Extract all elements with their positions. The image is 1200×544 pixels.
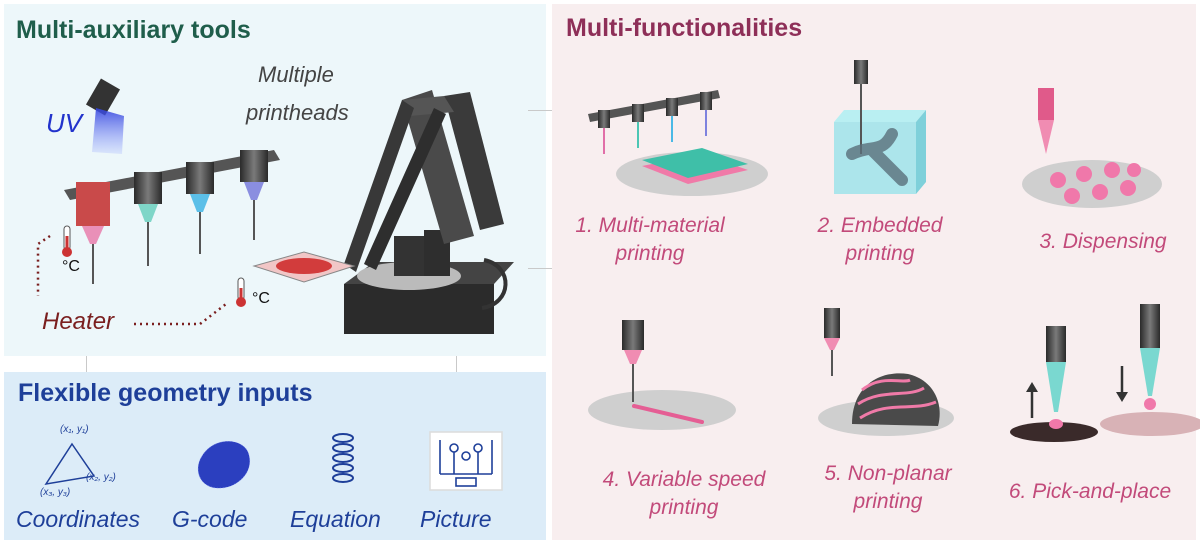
functionality-label-line: 5. Non-planar (824, 462, 952, 485)
printhead-blue (186, 162, 214, 254)
printhead-rail (64, 150, 280, 200)
coordinate-label: (x₁, y₁) (60, 424, 89, 435)
heater-label: Heater (42, 308, 115, 335)
printheads-label-line2: printheads (246, 100, 349, 125)
temp-unit-label: °C (62, 258, 80, 275)
functionality-label-line: printing (615, 242, 685, 265)
mesh-blob-icon (197, 441, 250, 489)
functionality-label-1: 1. Multi-material printing (570, 212, 730, 268)
robot-arm (344, 90, 514, 334)
temp-unit-label: °C (252, 290, 270, 307)
helix-icon (332, 433, 354, 483)
connector-line (456, 356, 457, 372)
thermometer-icon (62, 225, 72, 257)
functionality-label-line: 6. Pick-and-place (1008, 480, 1172, 503)
heated-bed (252, 251, 356, 283)
coordinate-label: (x₂, y₂) (86, 472, 116, 483)
geometry-label-equation: Equation (290, 506, 381, 532)
triangle-coordinates-icon (44, 442, 96, 486)
coordinate-label: (x₃, y₃) (40, 487, 71, 498)
dispensing-illustration (1022, 88, 1162, 208)
connector-line (528, 268, 552, 269)
functionality-label-line: 3. Dispensing (1039, 230, 1167, 253)
uv-label: UV (46, 108, 83, 138)
functionality-label-2: 2. Embedded printing (800, 212, 960, 268)
multi-functionalities-panel (552, 4, 1196, 540)
functionality-label-line: 4. Variable speed (602, 468, 766, 491)
functionality-label-line: printing (853, 490, 923, 513)
embedded-printing-illustration (834, 60, 926, 194)
printheads-label-line1: Multiple (258, 62, 334, 87)
printhead-purple (240, 150, 268, 240)
multi-auxiliary-tools-title: Multi-auxiliary tools (16, 16, 251, 44)
variable-speed-illustration (588, 320, 736, 430)
pick-and-place-illustration (1010, 304, 1200, 442)
thermometer-icon (236, 277, 246, 307)
printer-illustration (36, 78, 514, 334)
printhead-cyan (134, 172, 162, 266)
functionality-label-6: 6. Pick-and-place (992, 478, 1188, 506)
geometry-inputs-title: Flexible geometry inputs (18, 379, 313, 407)
functionalities-illustration (588, 60, 1200, 442)
geometry-label-picture: Picture (420, 506, 492, 532)
multi-material-illustration (588, 90, 768, 196)
connector-line (86, 356, 87, 372)
geometry-label-coordinates: Coordinates (16, 506, 141, 532)
circuit-picture-icon (429, 431, 503, 491)
functionality-label-4: 4. Variable speed printing (584, 466, 784, 522)
uv-lamp-icon (85, 78, 124, 154)
geometry-icons (44, 431, 503, 491)
connector-line (528, 110, 552, 111)
geometry-label-gcode: G-code (172, 506, 248, 532)
functionality-label-line: 2. Embedded (817, 214, 943, 237)
non-planar-illustration (818, 308, 954, 436)
functionality-label-line: printing (649, 496, 719, 519)
functionality-label-line: printing (845, 242, 915, 265)
printhead-heated (76, 182, 110, 284)
multi-functionalities-title: Multi-functionalities (566, 14, 803, 42)
functionality-label-line: 1. Multi-material (575, 214, 725, 237)
functionality-label-5: 5. Non-planar printing (808, 460, 968, 516)
functionality-label-3: 3. Dispensing (1018, 228, 1188, 256)
